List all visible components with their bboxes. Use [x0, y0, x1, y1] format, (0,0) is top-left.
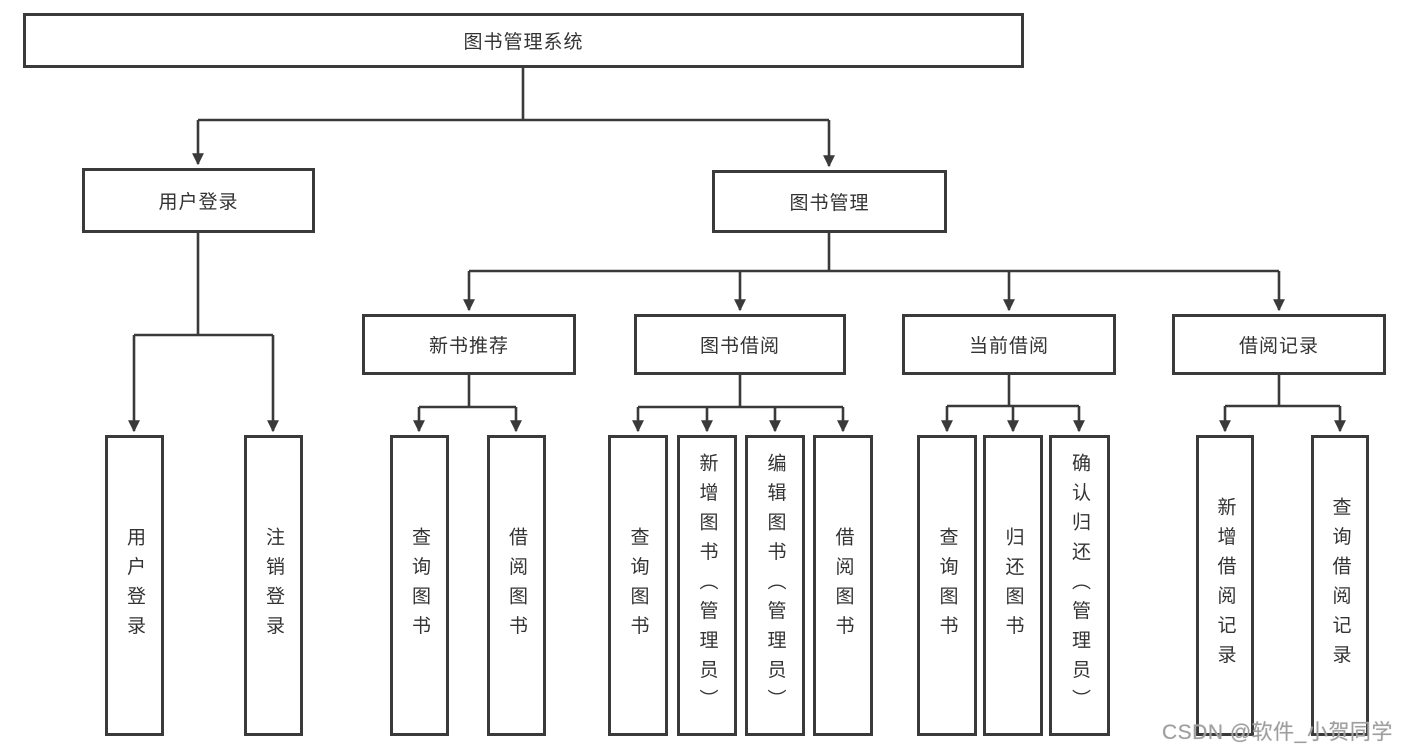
leaf-borrow-books: 借阅图书 — [813, 435, 873, 736]
node-label: 新增借阅记录 — [1214, 497, 1236, 674]
node-label: 归还图书 — [1002, 526, 1024, 645]
node-label: 确认归还（管理员） — [1069, 452, 1090, 719]
leaf-user-login: 用户登录 — [105, 435, 164, 736]
leaf-query-books: 查询图书 — [608, 435, 668, 736]
node-label: 图书借阅 — [699, 336, 780, 357]
node-book-borrow: 图书借阅 — [634, 314, 846, 375]
leaf-query-books: 查询图书 — [390, 435, 449, 736]
leaf-add-borrow-record: 新增借阅记录 — [1196, 435, 1254, 736]
node-label: 查询图书 — [936, 526, 958, 645]
node-label: 查询借阅记录 — [1329, 497, 1351, 674]
leaf-borrow-books: 借阅图书 — [487, 435, 546, 736]
node-label: 编辑图书（管理员） — [764, 452, 786, 719]
csdn-watermark: CSDN @软件_小贺同学 — [1162, 721, 1393, 744]
node-book-management: 图书管理 — [712, 170, 947, 233]
leaf-confirm-return-admin: 确认归还（管理员） — [1049, 435, 1110, 736]
node-label: 借阅记录 — [1238, 336, 1319, 357]
node-label: 注销登录 — [263, 526, 284, 645]
node-label: 借阅图书 — [506, 526, 527, 645]
node-system-root: 图书管理系统 — [23, 13, 1024, 68]
leaf-add-books-admin: 新增图书（管理员） — [677, 435, 737, 736]
node-label: 用户登录 — [124, 526, 145, 645]
node-new-book-recommend: 新书推荐 — [362, 314, 576, 375]
node-label: 查询图书 — [409, 526, 430, 645]
leaf-query-borrow-record: 查询借阅记录 — [1311, 435, 1369, 736]
node-user-login: 用户登录 — [82, 168, 315, 233]
leaf-edit-books-admin: 编辑图书（管理员） — [745, 435, 805, 736]
node-label: 用户登录 — [158, 192, 239, 213]
node-label: 图书管理 — [789, 193, 870, 214]
leaf-return-books: 归还图书 — [983, 435, 1043, 736]
node-borrow-record: 借阅记录 — [1172, 314, 1386, 375]
node-label: 查询图书 — [627, 526, 649, 645]
leaf-logout: 注销登录 — [244, 435, 303, 736]
node-label: 借阅图书 — [832, 526, 854, 645]
node-label: 新书推荐 — [428, 336, 509, 357]
leaf-query-books: 查询图书 — [917, 435, 977, 736]
node-current-borrow: 当前借阅 — [902, 314, 1116, 375]
node-label: 新增图书（管理员） — [696, 452, 718, 719]
node-label: 当前借阅 — [968, 336, 1049, 357]
node-label: 图书管理系统 — [463, 32, 584, 53]
